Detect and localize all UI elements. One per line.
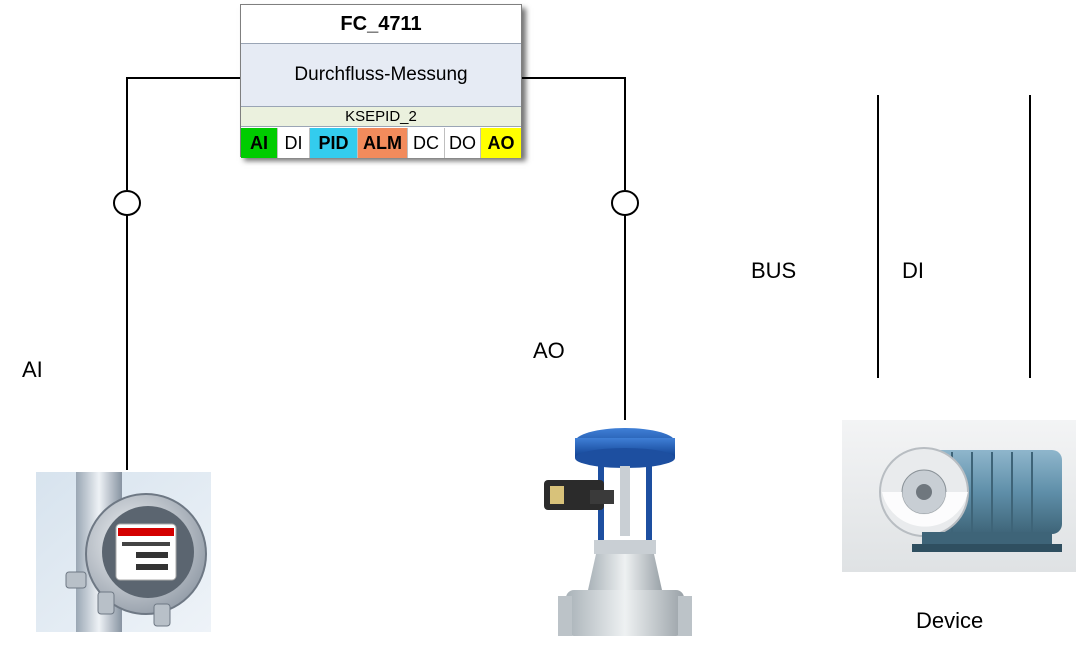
- ai-connector-circle: [113, 190, 141, 216]
- chip-di[interactable]: DI: [278, 128, 310, 158]
- chip-ai[interactable]: AI: [241, 128, 278, 158]
- ao-connector-circle: [611, 190, 639, 216]
- ai-wire: [126, 77, 240, 190]
- chip-dc[interactable]: DC: [408, 128, 445, 158]
- function-block-name: KSEPID_2: [241, 107, 521, 127]
- di-label: DI: [902, 258, 924, 283]
- chip-alm[interactable]: ALM: [358, 128, 408, 158]
- block-title: FC_4711: [241, 5, 521, 44]
- chip-ao[interactable]: AO: [481, 128, 521, 158]
- device-label: Device: [916, 608, 984, 633]
- bus-label: BUS: [751, 258, 797, 283]
- electric-motor-icon[interactable]: [842, 420, 1076, 572]
- ao-wire: [522, 77, 626, 190]
- ai-label: AI: [22, 357, 43, 382]
- chip-pid[interactable]: PID: [310, 128, 358, 158]
- chip-do[interactable]: DO: [445, 128, 481, 158]
- control-block[interactable]: FC_4711 Durchfluss-Messung KSEPID_2 AI D…: [240, 4, 522, 159]
- function-chips: AI DI PID ALM DC DO AO: [241, 127, 521, 159]
- flow-transmitter-icon[interactable]: [36, 472, 211, 632]
- block-description: Durchfluss-Messung: [241, 44, 521, 107]
- ao-label: AO: [533, 338, 565, 363]
- control-valve-icon[interactable]: [530, 420, 695, 650]
